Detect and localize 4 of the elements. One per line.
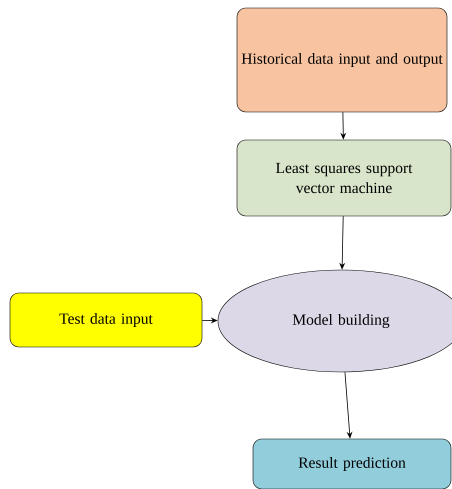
process-box: Historical data input and output [236, 8, 448, 112]
output-box: Result prediction [252, 438, 452, 489]
input-box: Test data input [10, 292, 202, 348]
process-box: Least squares support vector machine [236, 140, 452, 216]
